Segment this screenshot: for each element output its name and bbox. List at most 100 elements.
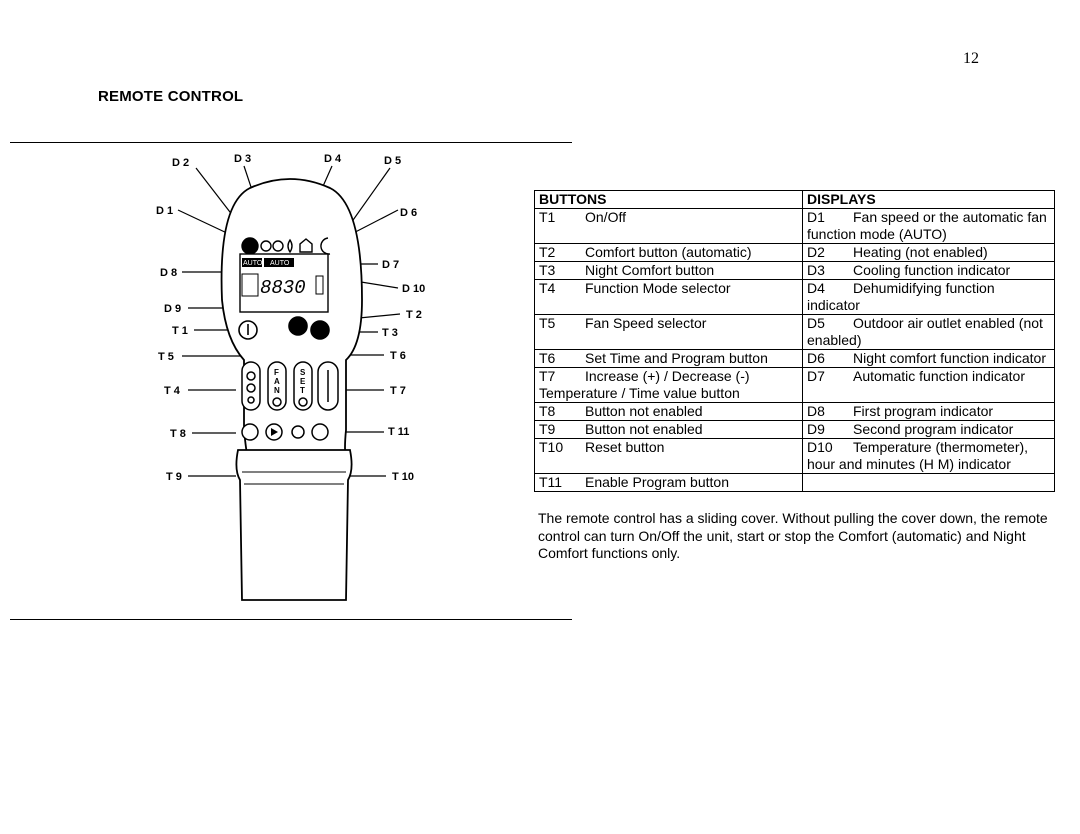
lcd-auto-1: AUTO [243, 260, 263, 267]
sliding-cover [235, 449, 353, 601]
label-T3: T 3 [382, 327, 398, 339]
button-cell: T1 On/Off [534, 208, 803, 244]
button-description: Set Time and Program button [585, 350, 768, 366]
display-cell: D8 First program indicator [802, 402, 1055, 421]
label-D8: D 8 [160, 267, 177, 279]
label-D2: D 2 [172, 157, 189, 169]
display-description: Fan speed or the automatic fan function … [807, 209, 1047, 242]
display-code: D3 [807, 262, 825, 278]
label-T4: T 4 [164, 385, 181, 397]
button-code: T5 [539, 315, 556, 331]
note-text: The remote control has a sliding cover. … [538, 510, 1048, 561]
bottom-buttons [241, 423, 329, 441]
button-description: Comfort button (automatic) [585, 244, 752, 260]
button-cell: T9 Button not enabled [534, 420, 803, 439]
display-description: First program indicator [853, 403, 994, 419]
label-D5: D 5 [384, 155, 401, 167]
label-D6: D 6 [400, 207, 417, 219]
button-description: Button not enabled [585, 403, 703, 419]
lcd-auto-2: AUTO [270, 260, 290, 267]
display-description: Dehumidifying function indicator [807, 280, 995, 313]
top-rule [10, 142, 572, 143]
button-cell: T6 Set Time and Program button [534, 349, 803, 368]
table-row: T8 Button not enabled D8 First program indi… [534, 402, 1055, 421]
display-code: D6 [807, 350, 825, 366]
header-displays: DISPLAYS [802, 190, 1055, 209]
button-description: Fan Speed selector [585, 315, 707, 331]
remote-control-figure: D 2 D 3 D 4 D 5 D 1 D 8 D 9 T 1 T 5 T 4 … [156, 153, 425, 601]
set-letter-t: T [300, 386, 305, 395]
label-T8: T 8 [170, 428, 186, 440]
label-T5: T 5 [158, 351, 174, 363]
button-description: Increase (+) / Decrease (-) Temperature … [539, 368, 750, 401]
display-code: D8 [807, 403, 825, 419]
button-cell: T8 Button not enabled [534, 402, 803, 421]
mid-buttons [241, 361, 339, 411]
label-T1: T 1 [172, 325, 188, 337]
label-T11: T 11 [388, 426, 409, 438]
lcd-digits: 8830 [260, 277, 306, 299]
display-description: Automatic function indicator [853, 368, 1025, 384]
button-description: Night Comfort button [585, 262, 715, 278]
button-description: Function Mode selector [585, 280, 731, 296]
display-icons [241, 237, 331, 255]
button-description: On/Off [585, 209, 626, 225]
display-code: D1 [807, 209, 825, 225]
label-D3: D 3 [234, 153, 251, 165]
lcd-display: AUTO AUTO 8830 [239, 253, 329, 313]
button-code: T8 [539, 403, 556, 419]
display-description: Outdoor air outlet enabled (not enabled) [807, 315, 1043, 348]
label-T6: T 6 [390, 350, 406, 362]
display-code: D10 [807, 439, 833, 455]
button-code: T2 [539, 244, 556, 260]
bottom-rule [10, 619, 572, 620]
display-description: Heating (not enabled) [853, 244, 988, 260]
display-cell [802, 473, 1055, 492]
fan-letter-f: F [274, 368, 279, 377]
header-buttons: BUTTONS [534, 190, 803, 209]
display-description: Night comfort function indicator [853, 350, 1046, 366]
section-title: REMOTE CONTROL [98, 88, 244, 105]
button-code: T4 [539, 280, 556, 296]
label-D9: D 9 [164, 303, 181, 315]
button-code: T9 [539, 421, 556, 437]
display-cell: D3 Cooling function indicator [802, 261, 1055, 280]
set-letter-e: E [300, 377, 306, 386]
button-code: T11 [539, 474, 563, 490]
set-letter-s: S [300, 368, 306, 377]
table-row: T6 Set Time and Program button D6 Night com… [534, 349, 1055, 368]
display-description: Second program indicator [853, 421, 1014, 437]
button-description: Button not enabled [585, 421, 703, 437]
label-T7: T 7 [390, 385, 406, 397]
display-description: Temperature (thermometer), hour and minu… [807, 439, 1029, 472]
label-T2: T 2 [406, 309, 422, 321]
button-code: T1 [539, 209, 556, 225]
display-description: Cooling function indicator [853, 262, 1011, 278]
display-cell: D6 Night comfort function indicator [802, 349, 1055, 368]
button-cell: T4 Function Mode selector [534, 279, 803, 315]
button-cell: T2 Comfort button (automatic) [534, 243, 803, 262]
button-code: T6 [539, 350, 556, 366]
label-D1: D 1 [156, 205, 173, 217]
label-D10: D 10 [402, 283, 425, 295]
display-code: D4 [807, 280, 825, 296]
display-code: D9 [807, 421, 825, 437]
